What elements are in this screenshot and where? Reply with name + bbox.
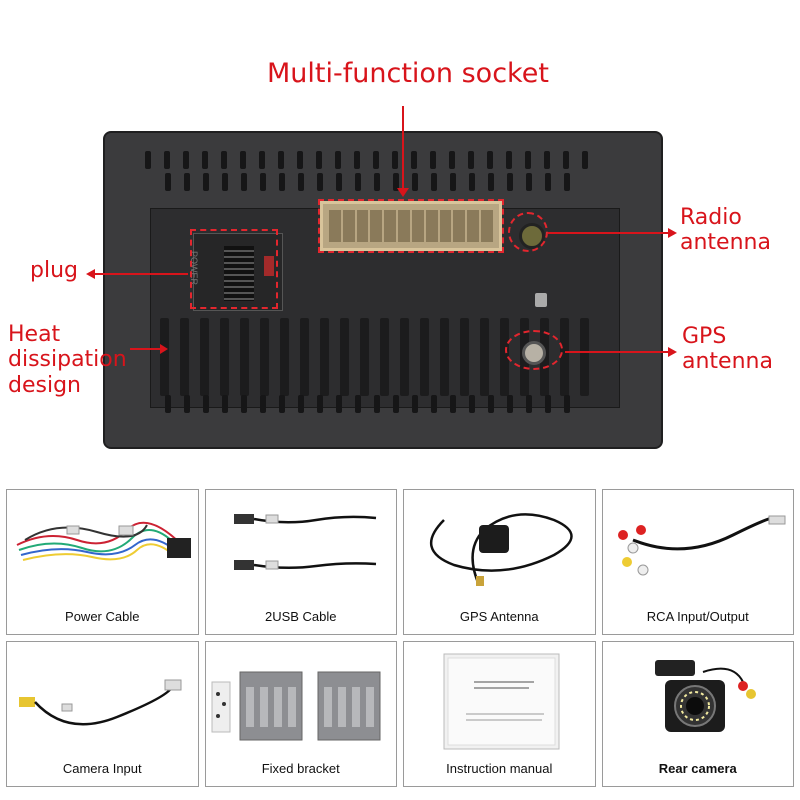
accessory-camera-input: Camera Input bbox=[6, 641, 199, 787]
accessory-caption: Camera Input bbox=[62, 761, 142, 776]
plug-arrow bbox=[92, 273, 188, 275]
radio-antenna-label: Radio antenna bbox=[680, 205, 771, 256]
accessory-caption: 2USB Cable bbox=[264, 609, 337, 624]
camera-input-cable-icon bbox=[19, 679, 182, 726]
radio-arrow bbox=[548, 232, 674, 234]
multi-function-socket-title: Multi-function socket bbox=[267, 58, 549, 89]
accessory-caption: Instruction manual bbox=[446, 761, 553, 776]
accessory-caption: GPS Antenna bbox=[459, 609, 539, 624]
accessory-rear-camera: Rear camera bbox=[601, 641, 794, 787]
accessory-grid: Power Cable 2USB Cable GPS Antenna bbox=[6, 489, 794, 787]
accessory-gps-antenna: GPS Antenna bbox=[403, 489, 596, 635]
gps-antenna-icon bbox=[429, 513, 573, 586]
usb-cable-icon bbox=[233, 514, 376, 570]
power-plug-connector bbox=[193, 233, 283, 311]
heat-dissipation-label: Heat dissipation design bbox=[8, 322, 127, 398]
heat-arrow bbox=[130, 348, 164, 350]
accessory-power-cable: Power Cable bbox=[6, 489, 199, 635]
top-vents bbox=[145, 151, 588, 169]
accessory-usb-cable: 2USB Cable bbox=[204, 489, 397, 635]
bracket-icon bbox=[211, 671, 380, 741]
accessory-caption: Rear camera bbox=[658, 761, 737, 776]
accessory-instruction-manual: Instruction manual bbox=[403, 641, 596, 787]
sticker bbox=[535, 293, 547, 307]
accessory-caption: RCA Input/Output bbox=[646, 609, 749, 624]
plug-label: plug bbox=[30, 258, 78, 283]
radio-highlight bbox=[508, 212, 548, 252]
gps-arrow bbox=[565, 351, 673, 353]
heat-fins bbox=[160, 318, 589, 396]
upper-vents bbox=[165, 173, 570, 191]
accessory-caption: Power Cable bbox=[65, 609, 140, 624]
head-unit-back-panel: POWER bbox=[103, 131, 663, 449]
manual-icon bbox=[443, 653, 560, 750]
accessory-rca-cable: RCA Input/Output bbox=[601, 489, 794, 635]
accessory-fixed-bracket: Fixed bracket bbox=[204, 641, 397, 787]
socket-highlight bbox=[318, 199, 504, 253]
rca-cable-icon bbox=[617, 515, 785, 576]
accessory-caption: Fixed bracket bbox=[261, 761, 340, 776]
gps-antenna-label: GPS antenna bbox=[682, 324, 773, 375]
bottom-vents bbox=[165, 395, 570, 413]
power-cable-icon bbox=[16, 521, 191, 561]
plug-highlight bbox=[190, 229, 278, 309]
socket-arrow bbox=[402, 106, 404, 194]
gps-highlight bbox=[505, 330, 563, 370]
rear-camera-icon bbox=[654, 660, 756, 732]
multi-function-connector bbox=[320, 201, 502, 251]
